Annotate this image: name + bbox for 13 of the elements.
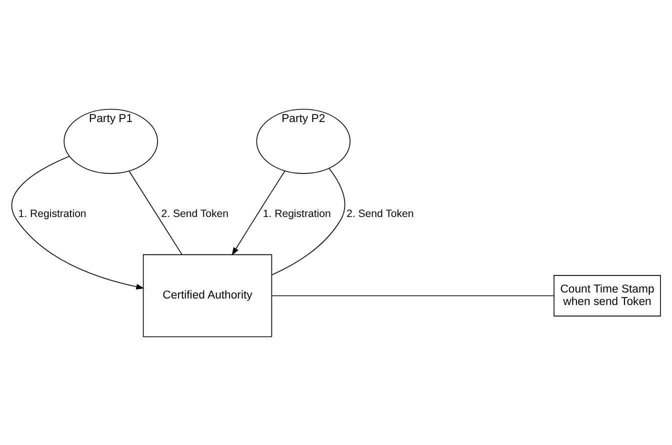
arrow <box>232 170 286 256</box>
edge-label: 1. Registration <box>18 207 86 220</box>
edge-label: 1. Registration <box>262 207 331 220</box>
edge-label: 2. Send Token <box>161 207 229 220</box>
connector <box>272 167 346 275</box>
node-ellipse: Party P2 <box>256 108 350 174</box>
connector <box>272 294 554 296</box>
arrow <box>11 155 144 290</box>
edge-label: 2. Send Token <box>346 207 414 220</box>
node-box: Certified Authority <box>142 254 272 337</box>
node-ellipse: Party P1 <box>64 108 158 174</box>
node-box: Count Time Stamp when send Token <box>554 274 661 316</box>
connector <box>128 170 182 255</box>
